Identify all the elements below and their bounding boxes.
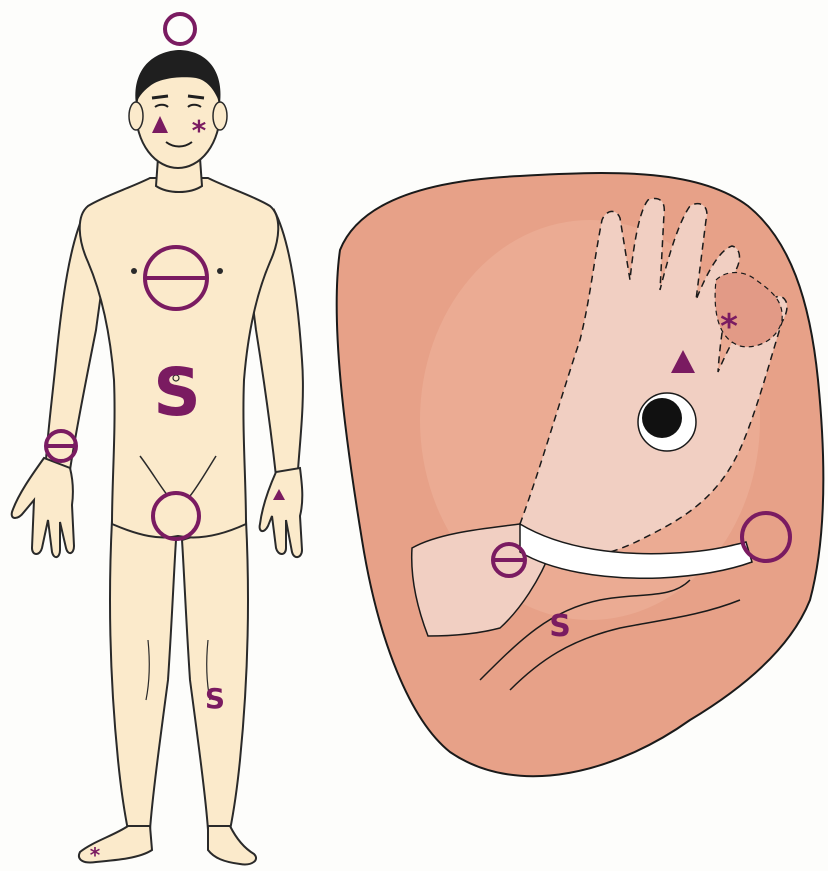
right-hand [260, 468, 303, 557]
ear-map [337, 173, 824, 776]
head-circle-marker [165, 14, 195, 44]
human-body-figure [12, 50, 303, 864]
nipple-right [217, 268, 223, 274]
right-ear [213, 102, 227, 130]
nipple-left [131, 268, 137, 274]
ear-asterisk-marker: * [720, 307, 738, 347]
left-leg [110, 520, 176, 830]
ear-s-label: S [549, 609, 571, 644]
left-ear [129, 102, 143, 130]
knee-s-label: S [205, 682, 225, 715]
foot-asterisk-marker: * [90, 843, 101, 867]
ear-canal-black-dot [642, 398, 682, 438]
left-hand [12, 458, 74, 557]
abdomen-s-label: S [153, 354, 201, 431]
cheek-asterisk-marker: * [192, 114, 207, 147]
right-foot [208, 826, 256, 864]
right-leg [182, 520, 248, 830]
